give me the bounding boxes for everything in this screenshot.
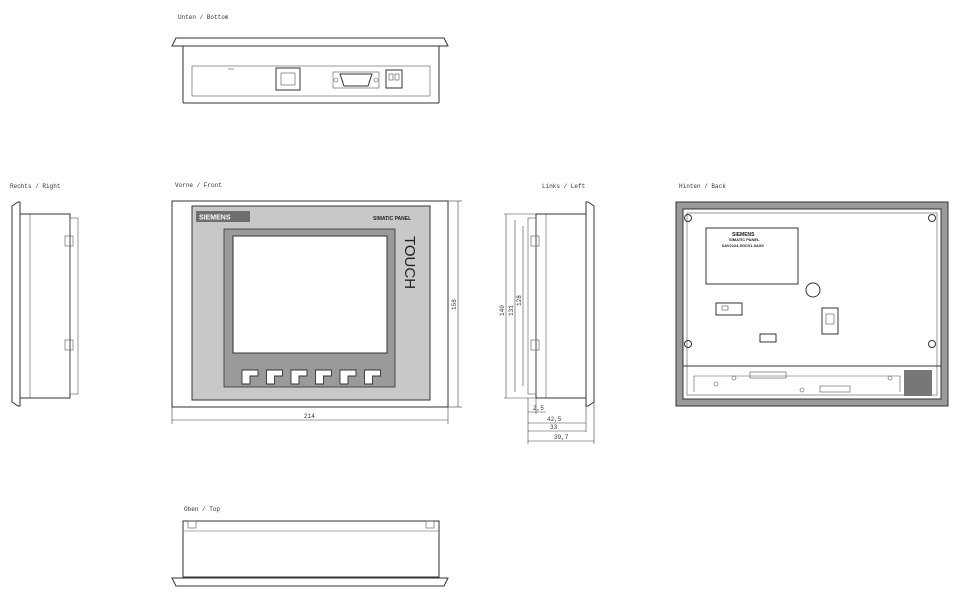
right-view: Rechts / Right bbox=[10, 183, 79, 407]
left-view: Links / Left 140 131 128 2,5 42,5 33 39,… bbox=[499, 183, 595, 444]
brand-logo: SIEMENS bbox=[199, 215, 231, 222]
bottom-view-label: Unten / Bottom bbox=[178, 14, 229, 21]
front-view: Vorne / Front SIEMENS SIMATIC PANEL TOUC… bbox=[171, 182, 462, 424]
dim-left-d1: 2,5 bbox=[533, 405, 544, 412]
dim-left-d2: 42,5 bbox=[547, 416, 562, 423]
function-key-1 bbox=[241, 369, 259, 385]
right-view-label: Rechts / Right bbox=[10, 183, 60, 190]
top-view: Oben / Top bbox=[171, 506, 449, 587]
back-label-line1: SIEMENS bbox=[732, 232, 755, 238]
dim-left-d4: 39,7 bbox=[554, 434, 569, 441]
brand-plate bbox=[196, 211, 250, 222]
dim-left-h1: 140 bbox=[499, 305, 506, 316]
dim-front-height: 158 bbox=[451, 299, 458, 310]
back-view: Hinten / Back SIEMENS SIMATIC PANEL 6AV2… bbox=[675, 183, 949, 407]
back-view-label: Hinten / Back bbox=[679, 183, 726, 190]
function-key-3 bbox=[290, 369, 308, 385]
dim-left-d3: 33 bbox=[550, 424, 558, 431]
touch-label: TOUCH bbox=[401, 236, 418, 289]
ethernet-port bbox=[275, 67, 301, 91]
power-connector bbox=[385, 69, 403, 89]
back-label-line3: 6AV2124-0GC01-0AX0 bbox=[722, 243, 765, 248]
display-screen bbox=[232, 235, 388, 354]
function-key-5 bbox=[339, 369, 357, 385]
function-key-2 bbox=[266, 369, 283, 385]
dim-left-h2: 131 bbox=[508, 305, 515, 316]
function-key-4 bbox=[315, 369, 332, 385]
dim-left-h3: 128 bbox=[516, 295, 523, 306]
rating-label bbox=[705, 227, 799, 285]
serial-port bbox=[339, 73, 373, 87]
product-name: SIMATIC PANEL bbox=[373, 216, 411, 222]
bottom-view: Unten / Bottom bbox=[171, 14, 449, 104]
function-key-6 bbox=[364, 369, 381, 385]
top-view-label: Oben / Top bbox=[184, 506, 220, 513]
function-keys bbox=[241, 369, 381, 385]
back-label-line2: SIMATIC PANEL bbox=[729, 237, 760, 242]
left-view-label: Links / Left bbox=[542, 183, 585, 190]
dim-front-width: 214 bbox=[304, 413, 315, 420]
front-view-label: Vorne / Front bbox=[175, 182, 222, 189]
